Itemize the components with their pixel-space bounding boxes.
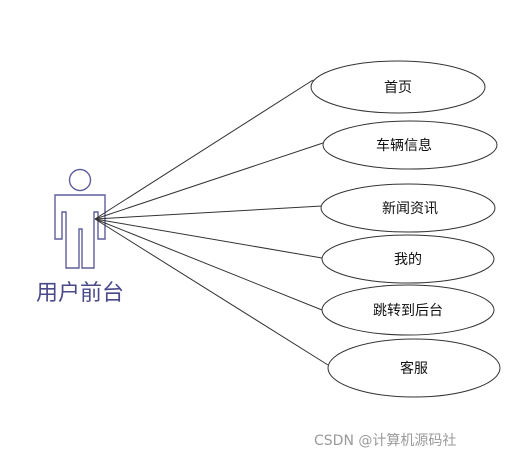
use-case-label-mine: 我的	[394, 252, 422, 268]
use-case-label-customer-service: 客服	[400, 360, 428, 377]
association-line-jump-backend	[94, 218, 323, 311]
association-line-news	[94, 205, 323, 220]
actor	[54, 168, 106, 269]
use-case-label-vehicle-info: 车辆信息	[376, 137, 432, 154]
use-case-label-news: 新闻资讯	[382, 201, 438, 217]
actor-head	[68, 168, 92, 192]
use-case-home	[310, 60, 486, 114]
use-case-jump-backend	[321, 284, 495, 336]
use-case-news	[320, 183, 496, 233]
association-line-mine	[94, 218, 323, 259]
association-line-customer-service	[94, 218, 329, 366]
use-case-mine	[321, 234, 495, 284]
use-case-label-home: 首页	[384, 80, 412, 96]
association-line-home	[94, 79, 314, 220]
association-line-vehicle-info	[94, 142, 324, 220]
use-case-vehicle-info	[322, 120, 498, 170]
actor-label: 用户前台	[36, 281, 124, 306]
association-lines	[94, 79, 329, 366]
use-case-labels: 首页 车辆信息 新闻资讯 我的 跳转到后台 客服	[373, 80, 443, 377]
watermark: CSDN @计算机源码社	[314, 433, 457, 449]
use-case-customer-service	[327, 338, 501, 398]
use-cases	[310, 60, 501, 398]
actor-body	[54, 194, 106, 269]
use-case-label-jump-backend: 跳转到后台	[373, 303, 443, 319]
